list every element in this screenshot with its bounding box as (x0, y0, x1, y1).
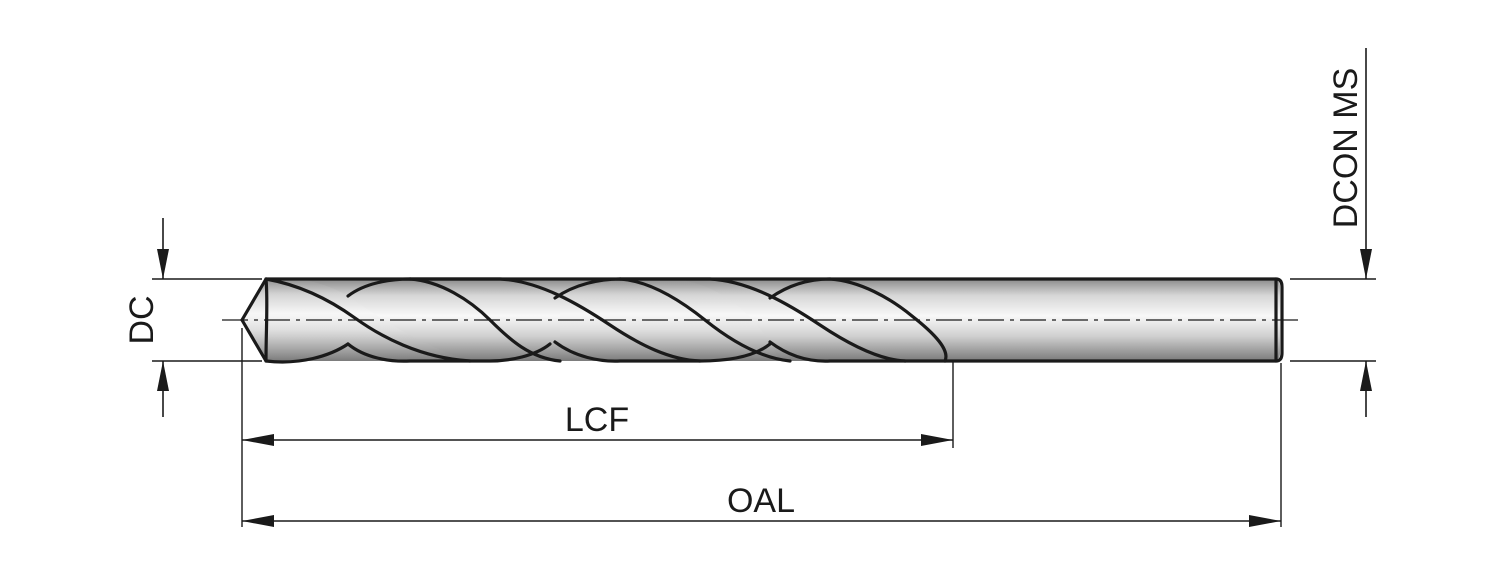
drill-outline-bottom (240, 318, 350, 364)
lcf-label: LCF (565, 401, 629, 439)
flute-line-4 (408, 277, 702, 363)
tip-edge (264, 277, 269, 363)
oal-arrow-right (1249, 515, 1281, 527)
flute-line-9 (768, 340, 947, 363)
dcon-label: DCON MS (1327, 68, 1365, 229)
flute-line-7 (618, 277, 907, 363)
dcon-arrow-top (1360, 249, 1372, 279)
flute-line-1 (264, 277, 472, 363)
dc-label: DC (123, 295, 161, 344)
lcf-arrow-left (242, 434, 274, 446)
oal-label: OAL (727, 482, 795, 520)
dc-arrow-bottom (157, 361, 169, 391)
flute-line-6 (553, 340, 772, 363)
flute-line-2 (346, 277, 562, 363)
flute-line-8 (768, 277, 948, 363)
flute-line-3 (346, 342, 552, 363)
flute-line-5 (553, 277, 792, 363)
dcon-arrow-bottom (1360, 361, 1372, 391)
lcf-arrow-right (921, 434, 953, 446)
dc-arrow-top (157, 249, 169, 279)
oal-arrow-left (242, 515, 274, 527)
flute-land-2 (560, 278, 780, 361)
